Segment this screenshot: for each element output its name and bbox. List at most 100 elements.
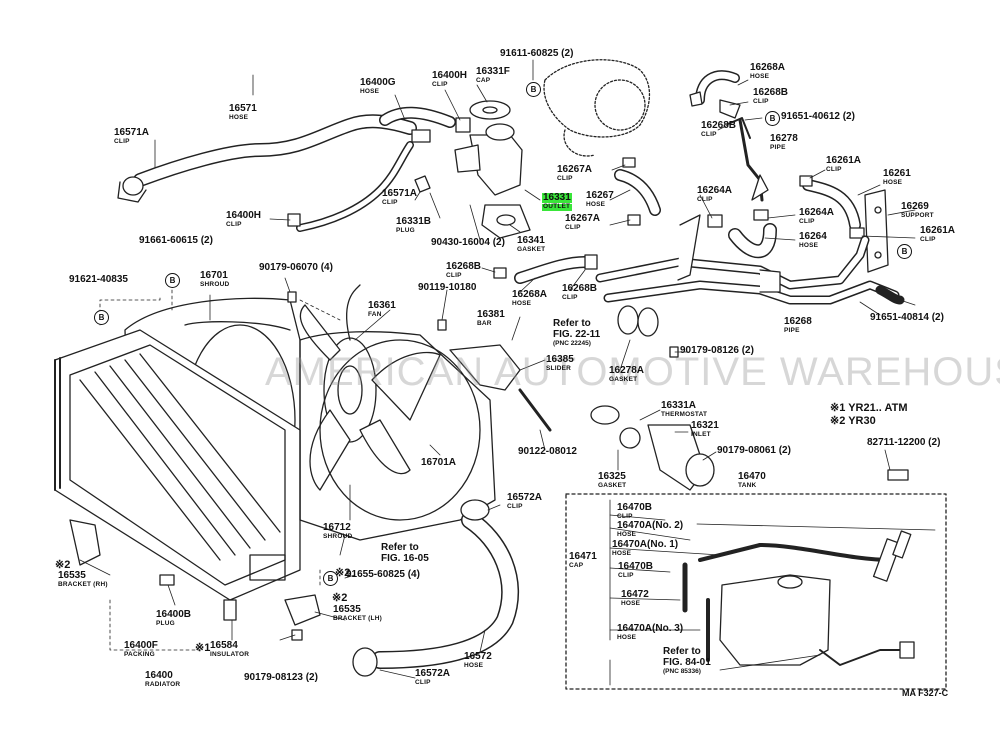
water-outlet [414, 100, 531, 239]
part-label: 90179-06070 (4) [259, 262, 333, 273]
footnote-mark: ※2 [55, 559, 71, 571]
part-label: 91661-60615 (2) [139, 235, 213, 246]
part-label: 90122-08012 [518, 446, 577, 457]
part-label: 91655-60825 (4) [346, 569, 420, 580]
badge-b: B [526, 82, 541, 97]
footnote-mark: ※1 [195, 642, 211, 654]
badge-b: B [165, 273, 180, 288]
water-pipe-16268 [595, 214, 905, 337]
part-label: 90179-08061 (2) [717, 445, 791, 456]
thermostat-inlet [590, 405, 715, 491]
upper-radiator-hose [117, 114, 417, 203]
hose-16264 [707, 209, 777, 259]
bar-16381 [449, 344, 552, 432]
legend-line-2: ※2 YR30 [830, 415, 876, 427]
footnote-mark: ※2 [335, 567, 351, 579]
legend-line-1: ※1 YR21.. ATM [830, 402, 908, 414]
badge-b: B [94, 310, 109, 325]
part-label: 16470A(No. 3)HOSE [617, 623, 684, 641]
part-label: 90119-10180 [418, 282, 477, 293]
hose-16267 [614, 157, 661, 226]
watermark: AMERICAN AUTOMOTIVE WAREHOUSE [265, 350, 1000, 394]
footnote-mark: ※2 [332, 592, 348, 604]
hose-16261 [799, 175, 889, 273]
callout-lines [79, 59, 936, 686]
badge-b: B [765, 111, 780, 126]
part-label: 90179-08126 (2) [680, 345, 754, 356]
heater-hoses-top [689, 70, 769, 202]
radiator [54, 329, 301, 601]
part-label: 91621-40835 [69, 274, 128, 285]
badge-b: B [323, 571, 338, 586]
lower-radiator-hose [352, 499, 520, 677]
part-label: 90179-08123 (2) [244, 672, 318, 683]
part-label: 91651-40814 (2) [870, 312, 944, 323]
hose-16268a-left [493, 254, 598, 284]
part-label: 16470A(No. 1)HOSE [612, 539, 679, 557]
figure-code: MA F327-C [902, 688, 949, 698]
reservoir-tank [565, 493, 947, 690]
part-label: 91611-60825 (2) [500, 48, 574, 59]
badge-b: B [897, 244, 912, 259]
part-label: 91651-40612 (2) [781, 111, 855, 122]
part-label: 16701A [421, 457, 457, 468]
fasteners [69, 291, 909, 641]
part-label: 16470A(No. 2)HOSE [617, 520, 684, 538]
part-label: 82711-12200 (2) [867, 437, 941, 448]
engine-block [543, 59, 651, 157]
